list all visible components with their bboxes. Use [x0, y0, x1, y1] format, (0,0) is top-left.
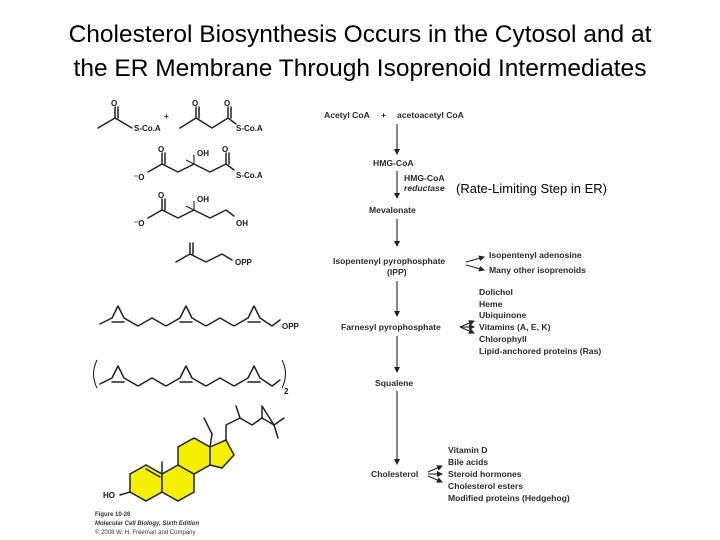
cholesterol-product-item: Bile acids — [448, 457, 488, 467]
figure-caption-copyright: © 2008 W. H. Freeman and Company — [95, 529, 195, 536]
scoa-label: S-Co.A — [236, 171, 263, 180]
farnesyl-product-item: Lipid-anchored proteins (Ras) — [479, 346, 601, 356]
squalene-structure: 2 — [92, 359, 289, 396]
arrow-branch — [427, 465, 443, 473]
opp-label: OPP — [235, 258, 253, 267]
hmg-coa-structure: O OH O ⁻O S-Co.A — [134, 145, 263, 182]
ipp-label-line-2: (IPP) — [387, 267, 407, 277]
carboxylate-label: ⁻O — [134, 219, 144, 228]
slide-title: Cholesterol Biosynthesis Occurs in the C… — [0, 18, 720, 86]
mevalonate-label: Mevalonate — [369, 205, 416, 215]
scoa-label: S-Co.A — [134, 124, 161, 133]
squalene-label: Squalene — [375, 378, 413, 388]
ipp-product-item: Isopentenyl adenosine — [489, 250, 582, 260]
hydroxyl-label: OH — [197, 149, 209, 158]
carboxylate-label: ⁻O — [134, 173, 144, 182]
oxygen-label: O — [158, 191, 164, 200]
acetoacetyl-coa-label: acetoacetyl CoA — [397, 110, 464, 120]
enzyme-label-line-1: HMG-CoA — [404, 173, 445, 183]
ipp-product-item: Many other isoprenoids — [489, 265, 586, 275]
figure-caption-number: Figure 10-26 — [95, 512, 131, 518]
rate-limiting-note: (Rate-Limiting Step in ER) — [456, 181, 607, 196]
acetyl-coa-structure: O S-Co.A — [97, 99, 161, 133]
acetoacetyl-coa-structure: O O S-Co.A — [179, 99, 263, 133]
structure-plus: + — [164, 112, 169, 121]
hmg-coa-label: HMG-CoA — [373, 158, 414, 168]
cholesterol-product-item: Cholesterol esters — [448, 481, 523, 491]
hydroxyl-label: OH — [197, 195, 209, 204]
cholesterol-product-item: Vitamin D — [448, 445, 487, 455]
title-line-2: the ER Membrane Through Isoprenoid Inter… — [73, 55, 647, 82]
arrow-branch — [465, 264, 485, 272]
farnesyl-label: Farnesyl pyrophosphate — [341, 322, 441, 332]
oxygen-label: O — [158, 145, 164, 154]
ipp-structure: OPP — [175, 242, 253, 267]
opp-label: OPP — [282, 322, 300, 331]
hydroxyl-label: OH — [236, 219, 248, 228]
cholesterol-structure: HO — [103, 405, 285, 502]
farnesyl-product-item: Vitamins (A, E, K) — [479, 322, 551, 332]
enzyme-label-line-2: reductase — [404, 183, 445, 193]
arrow-branch — [427, 475, 443, 483]
farnesyl-product-item: Dolichol — [479, 287, 513, 297]
acetyl-coa-label: Acetyl CoA — [324, 110, 370, 120]
farnesyl-product-item: Chlorophyll — [479, 334, 527, 344]
arrow-branch — [459, 326, 475, 334]
hydroxyl-label: HO — [103, 491, 115, 500]
cholesterol-product-item: Modified proteins (Hedgehog) — [448, 493, 570, 503]
oxygen-label: O — [192, 99, 198, 108]
farnesyl-product-item: Heme — [479, 299, 503, 309]
farnesyl-structure: OPP — [99, 305, 300, 331]
scoa-label: S-Co.A — [236, 124, 263, 133]
arrow-branch — [465, 255, 485, 263]
oxygen-label: O — [111, 99, 117, 108]
farnesyl-product-item: Ubiquinone — [479, 310, 526, 320]
title-line-1: Cholesterol Biosynthesis Occurs in the C… — [68, 21, 652, 48]
cholesterol-label: Cholesterol — [371, 469, 418, 479]
arrow-branch — [459, 320, 475, 328]
ipp-label-line-1: Isopentenyl pyrophosphate — [333, 256, 445, 266]
oxygen-label: O — [224, 99, 230, 108]
subscript-label: 2 — [284, 387, 289, 396]
figure-caption-book: Molecular Cell Biology, Sixth Edition — [95, 521, 199, 527]
mevalonate-structure: O OH ⁻O OH — [134, 191, 248, 228]
cholesterol-product-item: Steroid hormones — [448, 469, 522, 479]
oxygen-label: O — [222, 145, 228, 154]
pathway-plus: + — [381, 110, 386, 120]
